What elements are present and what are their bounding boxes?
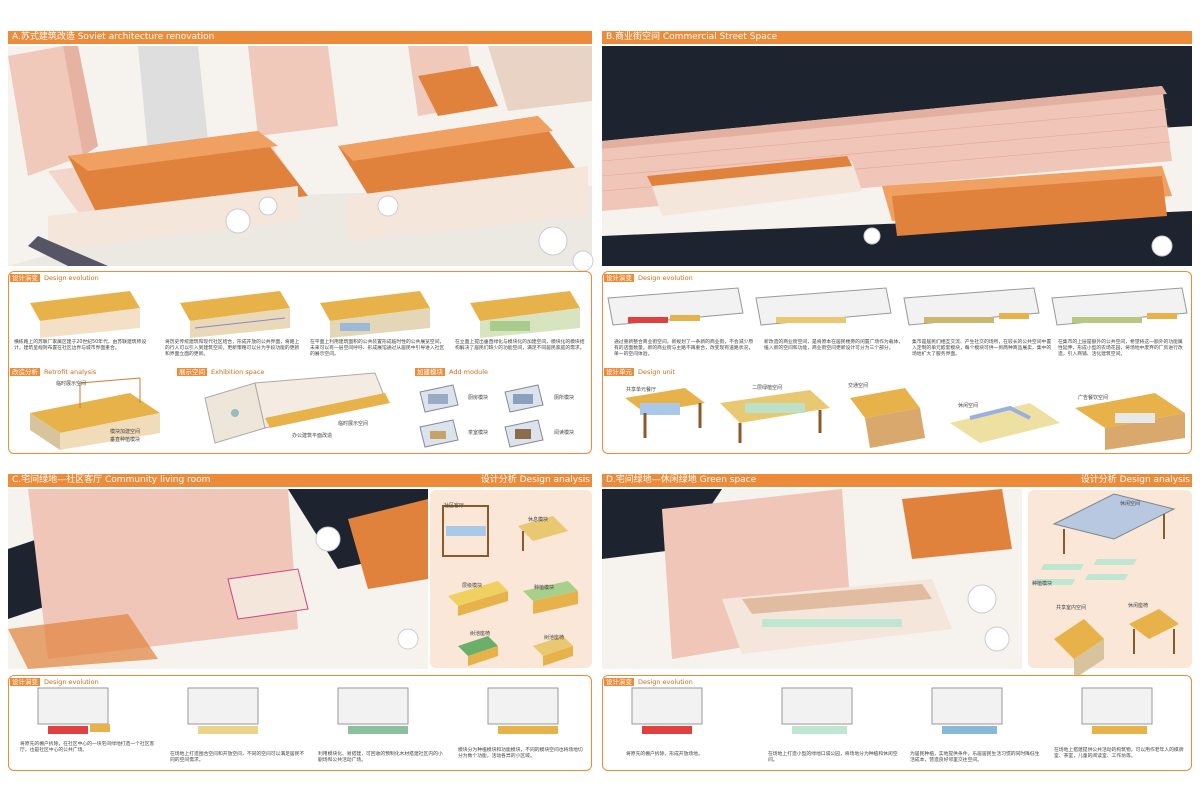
a-retrofit-diagram xyxy=(30,377,160,450)
c-caption-4: 模块分为种植模块和功能模块，不同的模块空间也将场地切分为数个功能，活动各异的小区… xyxy=(458,748,583,760)
b-caption-4: 在集市的上层是额外的公共空间，希望将这一额外的功能属性延伸，形成小型的农场花园，… xyxy=(1058,340,1183,358)
section-c-title: C.宅间绿地—社区客厅 Community living room xyxy=(8,474,592,487)
section-d-title: D.宅间绿地—休闲绿地 Green space xyxy=(602,474,1192,487)
a-retro-label-3: 垂直种植模块 xyxy=(110,437,141,443)
d-analysis-label-1: 休闲空间 xyxy=(1120,501,1141,507)
c-analysis-label-2: 休息模块 xyxy=(528,517,549,523)
a-module-kitchen: 厨房模块 xyxy=(468,395,489,401)
b-unit-label-2: 二层绿植空间 xyxy=(752,385,783,391)
a-module-tea: 茶室模块 xyxy=(468,430,489,436)
b-unit-diagrams xyxy=(625,388,1185,450)
b-unit-label-4: 休闲空间 xyxy=(958,403,979,409)
section-c-right: 设计分析 Design analysis xyxy=(480,475,590,485)
a-module-icons xyxy=(419,384,544,448)
d-caption-4: 在场地上搭建提供公共活动的构筑物，可以用作老年人的棋牌室、茶室，儿童的阅读室、工… xyxy=(1054,748,1184,760)
section-b-title: B.商业街空间 Commercial Street Space xyxy=(602,31,1192,44)
a-retro-label-1: 临时展示空间 xyxy=(56,381,87,387)
c-analysis-label-5: 树池座椅 xyxy=(470,631,491,637)
c-evo-diagrams xyxy=(37,687,559,734)
d-evo-diagrams xyxy=(631,687,1153,734)
a-exhibition-diagram xyxy=(204,372,390,444)
a-module-reading: 阅读模块 xyxy=(554,430,575,436)
a-exh-label-1: 办公建筑平面改造 xyxy=(292,433,333,439)
a-module-toilet: 厕所模块 xyxy=(554,395,575,401)
b-evo-diagrams xyxy=(607,287,1188,326)
d-analysis-modules xyxy=(1031,493,1179,679)
c-analysis-label-1: 社区客厅 xyxy=(444,503,465,509)
b-caption-1: 通过重新整合商业街空间，新规划了一条新的商业街，不会减少原有的店面数量，新的商业… xyxy=(614,340,754,358)
b-caption-3: 集市是居民们相互交流、产生社交的场所，在较长的公共空间中置入定制的单元嵌套模块，… xyxy=(912,340,1052,358)
section-a-title: A.苏式建筑改造 Soviet architecture renovation xyxy=(8,31,592,44)
d-caption-1: 将原先的棚户拆除，形成开放场地。 xyxy=(626,752,703,757)
c-caption-2: 在场地上打造围合空间和开放空间，不同的空间可以满足居民不同的空间需求。 xyxy=(170,752,305,764)
c-caption-3: 利用模块化、易搭建，可回收的预制化木材搭建社区内的小剧场和公共活动广场。 xyxy=(318,752,443,764)
a-caption-2: 将历史传统建筑和现代社区结合，形成开放的公共界面，将路上的行人可以引入到建筑空间… xyxy=(165,340,300,358)
b-main-illustration xyxy=(601,46,1192,266)
a-caption-1: 横栋路上的苏联厂家属区建于20世纪50年代，由苏联建筑师设计，建筑呈规则布置在社… xyxy=(14,340,147,352)
c-analysis-label-3: 层级模块 xyxy=(462,583,483,589)
d-analysis-label-4: 休闲座椅 xyxy=(1128,603,1149,609)
b-unit-label-5: 广告餐饮空间 xyxy=(1078,395,1109,401)
a-exh-label-2: 临时展示空间 xyxy=(338,421,369,427)
a-main-illustration xyxy=(8,46,594,272)
a-retro-label-2: 模块加建空间 xyxy=(110,429,141,435)
c-main-illustration xyxy=(8,489,428,669)
c-analysis-label-6: 树池座椅 xyxy=(544,635,565,641)
a-caption-3: 在平面上利用建筑面积的公共装置形成临时性的公共展览空间，未来可以有一层空间呼吁、… xyxy=(310,340,445,358)
c-analysis-label-4: 种植模块 xyxy=(534,585,555,591)
d-caption-3: 为居民种植，实地提供条件，乐居居民生活习惯的同时降低生活成本，营造良好邻里交往空… xyxy=(910,752,1040,764)
b-unit-label-1: 共享单元餐厅 xyxy=(626,387,657,393)
section-d-right: 设计分析 Design analysis xyxy=(1080,475,1190,485)
c-analysis-modules xyxy=(442,505,578,666)
d-analysis-label-2: 种植模块 xyxy=(1032,581,1053,587)
a-evo-diagrams xyxy=(30,291,580,338)
b-caption-2: 新改造的商业街空间，是将原本在居民楼旁的闲置广场作为载体，植入新的空间和功能，商… xyxy=(764,340,904,352)
b-unit-label-3: 交通空间 xyxy=(848,383,869,389)
c-caption-1: 将原先的棚户拆除，在社区中心的一块宅间绿地打造一个社区客厅，也是社区中心的公共广… xyxy=(20,742,155,754)
d-main-illustration xyxy=(602,489,1022,669)
d-caption-2: 在场地上打造小型的绿地口袋公园，将场地分为种植和休闲空间。 xyxy=(768,752,898,764)
d-analysis-label-3: 共享室内空间 xyxy=(1056,605,1087,611)
a-caption-4: 在立面上提出垂直绿化与模块化的加建空间，模块化的模块结构解决了居民们缺少的功能空… xyxy=(455,340,585,352)
